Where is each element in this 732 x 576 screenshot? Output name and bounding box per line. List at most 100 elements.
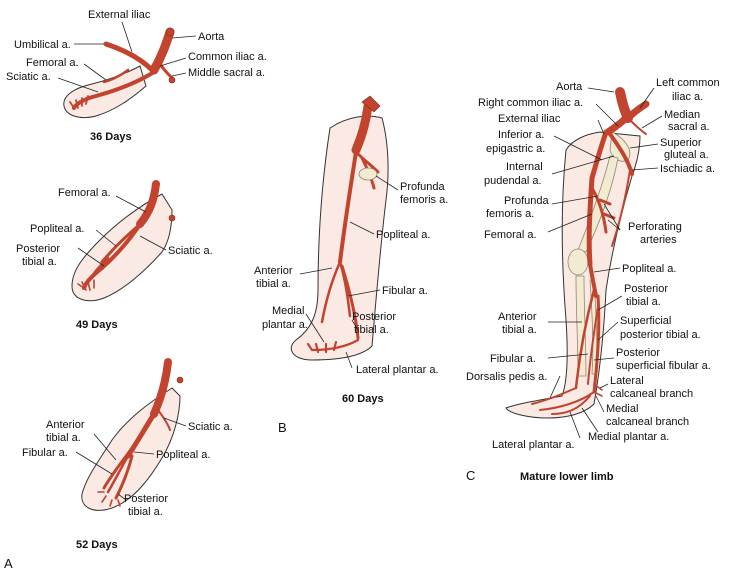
label-dorsalis-pedis-mature: Dorsalis pedis a. — [466, 371, 547, 383]
caption-36-days: 36 Days — [90, 131, 132, 143]
label-gluteal-mature: gluteal a. — [664, 149, 709, 161]
popliteal-artery-60 — [338, 150, 358, 264]
fibular-artery-52 — [106, 454, 130, 494]
anterior-tibial-60 — [320, 260, 342, 324]
label-external-iliac-mature: External iliac — [498, 113, 561, 125]
label-fibular-mature: Fibular a. — [490, 353, 536, 365]
stage-60-days: Profunda femoris a. Popliteal a. Anterio… — [254, 95, 448, 405]
label-internal-mature: Internal — [506, 161, 543, 173]
label-tibial-52: tibial a. — [46, 432, 81, 444]
posterior-tibial-49 — [88, 256, 110, 282]
femoral-artery-mature — [586, 175, 595, 267]
label-posterior-tibial-mature: posterior tibial a. — [620, 329, 701, 341]
label-femoris-mature: femoris a. — [486, 208, 534, 220]
left-common-iliac-mature — [624, 100, 650, 122]
umbilical-artery-36 — [103, 41, 155, 73]
caption-52-days: 52 Days — [76, 539, 118, 551]
label-medial-mature: Medial — [606, 403, 638, 415]
label-external-iliac-36: External iliac — [88, 9, 151, 21]
label-arteries-mature: arteries — [640, 234, 677, 246]
caption-60-days: 60 Days — [342, 393, 384, 405]
label-medial-calcaneal-mature: calcaneal branch — [606, 416, 689, 428]
foot-plexus-36 — [69, 95, 89, 109]
leader-lines-60 — [299, 175, 399, 369]
aorta-mature — [615, 87, 633, 123]
label-superior-mature: Superior — [660, 137, 702, 149]
fibular-artery-mature — [587, 305, 599, 385]
label-aorta-mature: Aorta — [556, 81, 583, 93]
label-sciatic-36: Sciatic a. — [6, 71, 51, 83]
label-tibial2-60: tibial a. — [354, 324, 389, 336]
label-common-iliac-36: Common iliac a. — [188, 51, 267, 63]
label-ischiadic-mature: Ischiadic a. — [660, 163, 715, 175]
stage-36-days: External iliac Umbilical a. Aorta Femora… — [6, 9, 267, 143]
leader-lines-52 — [75, 417, 187, 501]
label-lateral-mature: Lateral — [610, 375, 644, 387]
label-posterior-49: Posterior — [16, 243, 60, 255]
label-tibial-49: tibial a. — [22, 256, 57, 268]
stump-49 — [168, 214, 176, 222]
dorsalis-pedis-mature — [531, 387, 577, 405]
label-median-mature: Median — [664, 109, 700, 121]
foot-plexus-49 — [77, 279, 95, 291]
label-perforating-mature: Perforating — [628, 221, 682, 233]
foot-plexus-52 — [97, 491, 121, 507]
label-tibial2-mature: tibial a. — [502, 324, 537, 336]
label-tibial2-52: tibial a. — [128, 506, 163, 518]
label-posterior2-mature: Posterior — [616, 347, 660, 359]
ischiadic-mature — [611, 169, 631, 247]
leader-lines-36 — [57, 21, 197, 93]
plantar-arch-60 — [306, 338, 360, 354]
label-popliteal-mature: Popliteal a. — [622, 263, 676, 275]
stage-52-days: Anterior tibial a. Sciatic a. Fibular a.… — [22, 358, 233, 551]
label-femoral-mature: Femoral a. — [484, 229, 537, 241]
stump-52 — [176, 376, 184, 384]
label-posterior-52: Posterior — [124, 493, 168, 505]
label-femoris-60: femoris a. — [400, 194, 448, 206]
sacral-artery-36 — [158, 62, 174, 80]
label-posterior-mature: Posterior — [624, 283, 668, 295]
label-fibular-60: Fibular a. — [382, 285, 428, 297]
femoral-artery-52 — [150, 358, 172, 418]
panel-letter-b: B — [278, 420, 287, 435]
label-posterior-60: Posterior — [352, 311, 396, 323]
panel-letter-c: C — [466, 468, 475, 483]
external-iliac-mature — [589, 129, 609, 181]
patella-bone — [567, 248, 589, 276]
popliteal-artery-49 — [100, 224, 140, 264]
femur-head-60 — [358, 167, 378, 181]
aorta-36-stump — [165, 27, 175, 37]
label-plantar-60: plantar a. — [262, 319, 308, 331]
label-umbilical-36: Umbilical a. — [14, 39, 71, 51]
label-lateral-plantar-60: Lateral plantar a. — [356, 364, 439, 376]
label-lateral-plantar-mature: Lateral plantar a. — [492, 439, 575, 451]
label-left-iliac-mature: iliac a. — [672, 91, 703, 103]
label-femoral-49: Femoral a. — [58, 187, 111, 199]
label-medial-60: Medial — [272, 305, 304, 317]
tibia-bone — [575, 275, 587, 377]
label-sciatic-52: Sciatic a. — [188, 421, 233, 433]
femoral-artery-60 — [351, 101, 373, 155]
label-superficial-fibular-mature: superficial fibular a. — [616, 360, 711, 372]
sacral-36-stump — [168, 76, 176, 84]
label-inferior-mature: Inferior a. — [498, 129, 544, 141]
calcaneal-branches-mature — [593, 383, 603, 397]
label-sciatic-49: Sciatic a. — [168, 245, 213, 257]
label-left-common-mature: Left common — [656, 77, 720, 89]
stage-49-days: Femoral a. Popliteal a. Posterior tibial… — [16, 180, 213, 331]
label-tibial-60: tibial a. — [256, 278, 291, 290]
posterior-tibial-52 — [114, 454, 134, 500]
label-superficial-mature: Superficial — [620, 315, 671, 327]
median-sacral-mature — [629, 119, 647, 135]
label-profunda-60: Profunda — [400, 181, 446, 193]
label-epigastric-mature: epigastric a. — [486, 143, 545, 155]
leader-lines-mature — [547, 87, 663, 439]
label-pudendal-mature: pudendal a. — [484, 175, 542, 187]
label-medial-plantar-mature: Medial plantar a. — [588, 431, 669, 443]
label-popliteal-60: Popliteal a. — [376, 229, 430, 241]
label-fibular-52: Fibular a. — [22, 447, 68, 459]
panel-letter-a: A — [4, 556, 13, 571]
caption-mature-limb: Mature lower limb — [520, 471, 614, 483]
label-right-common-iliac-mature: Right common iliac a. — [478, 97, 583, 109]
label-anterior-mature: Anterior — [498, 311, 537, 323]
